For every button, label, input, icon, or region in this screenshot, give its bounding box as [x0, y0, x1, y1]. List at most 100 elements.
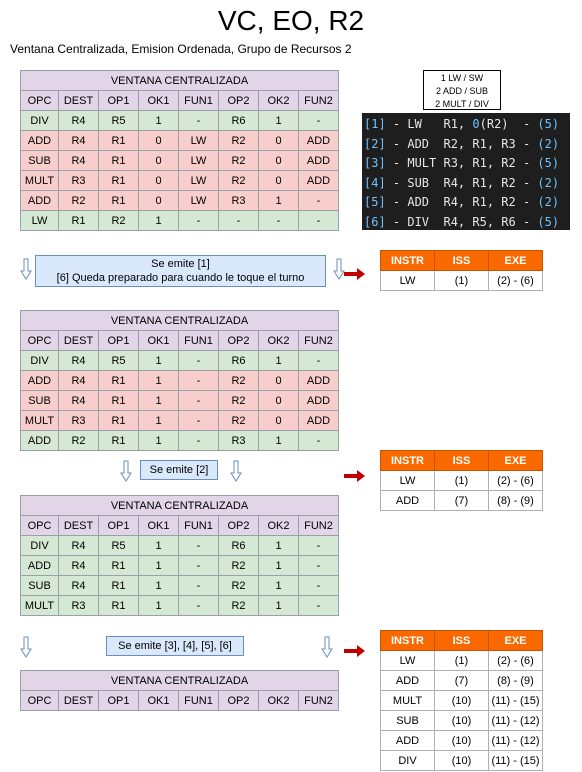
window-cell: -: [178, 555, 219, 576]
window-cell: R4: [58, 370, 99, 391]
down-arrow-icon: [321, 636, 333, 658]
window-cell: 1: [138, 390, 179, 411]
window-cell: ADD: [20, 430, 59, 451]
window-cell: R4: [58, 150, 99, 171]
window-cell: -: [178, 595, 219, 616]
result-cell: (1): [434, 470, 489, 491]
window-cell: 1: [138, 110, 179, 131]
window-cell: 1: [138, 370, 179, 391]
window-cell: ADD: [20, 190, 59, 211]
window-cell: -: [178, 410, 219, 431]
code-text: - MULT R3, R1, R2 -: [385, 156, 538, 170]
window-cell: R1: [98, 370, 139, 391]
window-cell: R6: [218, 535, 259, 556]
window-cell: R1: [98, 555, 139, 576]
window-cell: ADD: [20, 370, 59, 391]
code-offset: 0: [472, 117, 480, 131]
code-index: [6]: [364, 214, 386, 229]
window-cell: 1: [258, 430, 299, 451]
window-header-cell: FUN2: [298, 330, 339, 351]
window-header-cell: OK2: [258, 515, 299, 536]
legend-line: 2 ADD / SUB: [435, 86, 489, 96]
code-text: (R2) -: [479, 117, 538, 131]
window-cell: 1: [258, 575, 299, 596]
window-cell: -: [178, 350, 219, 371]
window-cell: R3: [218, 430, 259, 451]
code-text: - SUB R4, R1, R2 -: [385, 175, 538, 190]
code-listing: [1] - LW R1, 0(R2) - (5)[2] - ADD R2, R1…: [362, 113, 570, 230]
legend-line: 1 LW / SW: [440, 73, 484, 83]
window-cell: 1: [138, 210, 179, 231]
window-header-cell: OK1: [138, 330, 179, 351]
window-cell: -: [298, 595, 339, 616]
window-cell: -: [298, 535, 339, 556]
window-header-cell: OK2: [258, 330, 299, 351]
result-row: ADD(7)(8) - (9): [380, 490, 543, 511]
result-cell: (1): [434, 650, 489, 671]
result-cell: (10): [434, 710, 489, 731]
result-header-cell: ISS: [434, 630, 489, 651]
window-cell: R1: [98, 130, 139, 151]
window-cell: -: [298, 555, 339, 576]
code-latency: (2): [537, 136, 560, 151]
window-cell: 0: [138, 190, 179, 211]
code-index: [5]: [364, 195, 386, 209]
window-cell: 0: [258, 410, 299, 431]
code-text: - ADD R4, R1, R2 -: [385, 195, 538, 209]
window-cell: -: [298, 190, 339, 211]
window-header-cell: FUN1: [178, 690, 219, 711]
window-title: VENTANA CENTRALIZADA: [20, 310, 339, 331]
window-cell: R2: [218, 170, 259, 191]
result-row: LW(1)(2) - (6): [380, 650, 543, 671]
window-header-cell: OPC: [20, 690, 59, 711]
window-cell: R4: [58, 390, 99, 411]
window-header-cell: FUN1: [178, 515, 219, 536]
page-title: VC, EO, R2: [217, 5, 365, 36]
window-cell: 1: [138, 595, 179, 616]
window-cell: R1: [58, 210, 99, 231]
result-cell: SUB: [380, 710, 435, 731]
result-cell: ADD: [380, 670, 435, 691]
window-cell: 0: [258, 390, 299, 411]
result-cell: DIV: [380, 750, 435, 771]
result-header-cell: EXE: [488, 250, 543, 271]
window-cell: ADD: [298, 390, 339, 411]
window-cell: R2: [218, 410, 259, 431]
window-cell: R1: [98, 170, 139, 191]
window-cell: -: [298, 110, 339, 131]
window-cell: LW: [178, 150, 219, 171]
window-cell: R1: [98, 595, 139, 616]
window-header-cell: FUN2: [298, 515, 339, 536]
window-header-cell: OPC: [20, 90, 59, 111]
window-header-cell: OP2: [218, 330, 259, 351]
window-cell: R3: [58, 170, 99, 191]
window-header-cell: OP2: [218, 515, 259, 536]
window-title: VENTANA CENTRALIZADA: [20, 70, 339, 91]
window-cell: R2: [218, 595, 259, 616]
result-cell: (11) - (12): [488, 730, 543, 751]
result-cell: (7): [434, 490, 489, 511]
result-cell: (11) - (12): [488, 710, 543, 731]
code-latency: (2): [537, 195, 560, 209]
down-arrow-icon: [20, 636, 32, 658]
window-cell: -: [178, 370, 219, 391]
window-cell: R4: [58, 555, 99, 576]
code-line: [2] - ADD R2, R1, R3 - (2): [364, 135, 570, 155]
window-cell: R1: [98, 430, 139, 451]
window-cell: R2: [58, 190, 99, 211]
window-cell: R1: [98, 150, 139, 171]
result-cell: (2) - (6): [488, 270, 543, 291]
window-cell: R2: [58, 430, 99, 451]
window-header-cell: DEST: [58, 90, 99, 111]
result-row: LW(1)(2) - (6): [380, 270, 543, 291]
page-subtitle: Ventana Centralizada, Emision Ordenada, …: [10, 42, 352, 56]
